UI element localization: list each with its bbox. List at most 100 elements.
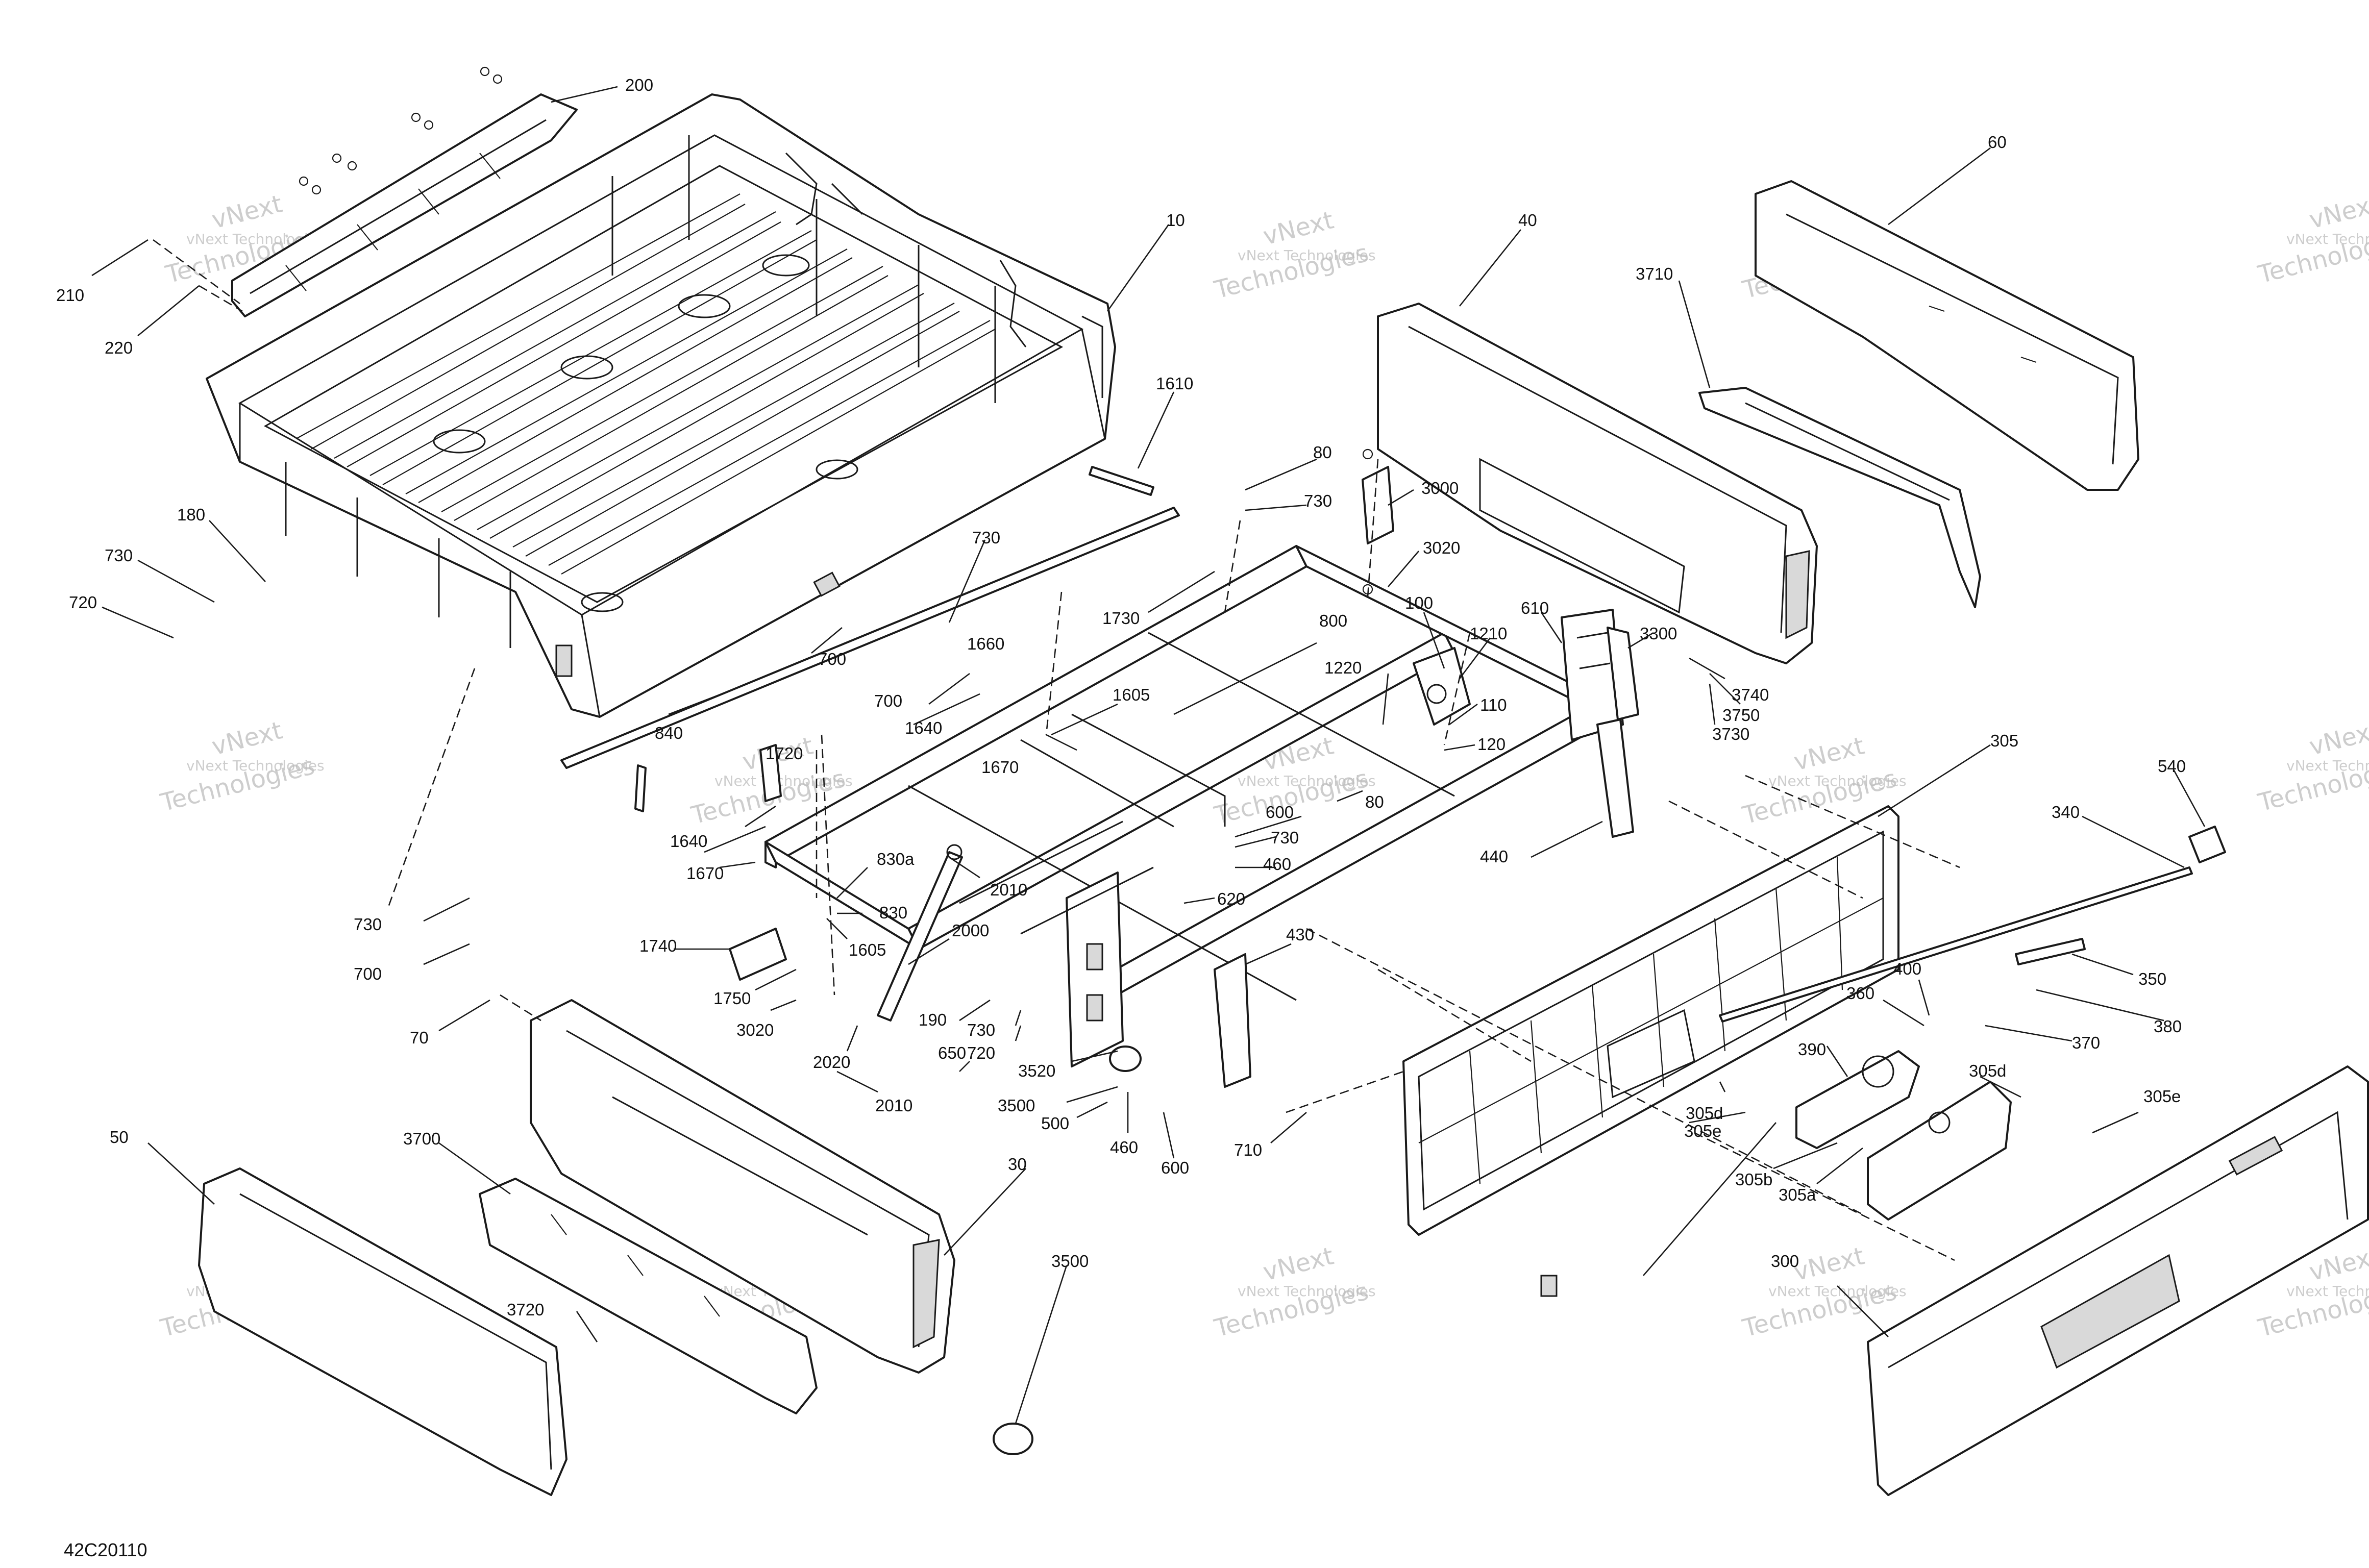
callout: 305 — [1990, 731, 2018, 750]
callout: 305b — [1735, 1170, 1772, 1189]
callout: 305e — [1684, 1122, 1721, 1140]
bracket-part-430 — [1214, 953, 1251, 1088]
svg-text:vNext Technologies: vNext Technologies — [714, 773, 853, 789]
callout: 80 — [1365, 792, 1384, 811]
callout: 2000 — [952, 921, 989, 940]
callout: 1660 — [967, 634, 1004, 653]
callout: 440 — [1480, 847, 1508, 866]
svg-text:vNext: vNext — [1260, 206, 1337, 251]
callout: 710 — [1234, 1140, 1262, 1159]
tailgate-outer-part-300 — [1867, 1065, 2369, 1496]
callout: 1670 — [686, 864, 724, 883]
svg-text:vNext Technologies: vNext Technologies — [2286, 231, 2369, 247]
svg-text:vNext Technologies: vNext Technologies — [2286, 1283, 2369, 1300]
callout: 730 — [967, 1021, 995, 1039]
callout: 700 — [874, 691, 902, 710]
callout: 1220 — [1324, 658, 1362, 677]
callout: 400 — [1893, 959, 1921, 978]
callout: 3000 — [1421, 479, 1459, 497]
callout: 1605 — [849, 940, 886, 959]
trim-strip-part-200 — [153, 66, 578, 317]
callout-labels: 200 210 220 10 1610 180 730 720 700 840 … — [56, 76, 2186, 1319]
trim-part-3710 — [1698, 387, 1981, 608]
svg-text:vNext: vNext — [2306, 189, 2369, 234]
callout: 2010 — [990, 880, 1027, 899]
pin-part-350 — [2015, 938, 2086, 965]
callout: 70 — [410, 1028, 429, 1047]
trim-part-3700 — [479, 1178, 818, 1414]
callout: 3020 — [1423, 538, 1460, 557]
callout: 720 — [69, 593, 97, 612]
callout: 3500 — [998, 1096, 1035, 1115]
callout: 2010 — [875, 1096, 912, 1115]
callout: 3700 — [403, 1129, 440, 1148]
callout: 830a — [877, 850, 915, 868]
bracket-part-3000 — [1362, 449, 1394, 595]
callout: 650 — [938, 1043, 966, 1062]
callout: 600 — [1161, 1158, 1189, 1177]
watermark-14: vNext Technologies vNext Technologies — [1739, 1241, 1906, 1343]
callout: 1610 — [1156, 374, 1193, 393]
side-panel-part-50 — [198, 1167, 567, 1496]
callout: 3500 — [1051, 1252, 1089, 1271]
callout: 3730 — [1712, 725, 1749, 743]
leader-lines — [91, 86, 2206, 1424]
callout: 100 — [1405, 593, 1433, 612]
svg-text:vNext: vNext — [1791, 1241, 1867, 1286]
watermark-10: vNext Technologies vNext Technologies — [2255, 716, 2369, 817]
svg-text:vNext Technologies: vNext Technologies — [1238, 247, 1376, 264]
callout: 700 — [818, 650, 846, 668]
cap-part-3500 — [993, 1046, 1142, 1455]
callout: 110 — [1480, 695, 1507, 714]
svg-text:vNext: vNext — [1260, 1241, 1337, 1286]
side-panel-part-60 — [1755, 180, 2139, 491]
latch-handle-part-305b — [1540, 1050, 1920, 1297]
callout: 200 — [625, 76, 653, 94]
callout: 305d — [1686, 1104, 1723, 1123]
callout: 730 — [1271, 828, 1299, 847]
callout: 80 — [1313, 443, 1332, 462]
callout: 190 — [919, 1010, 947, 1029]
gas-strut-part-2000 — [877, 844, 963, 1022]
callout: 620 — [1217, 889, 1245, 908]
callout: 430 — [1286, 925, 1314, 944]
bracket-part-610 — [1561, 609, 1634, 838]
callout: 840 — [655, 724, 683, 742]
callout: 40 — [1518, 211, 1537, 230]
callout: 3710 — [1636, 264, 1673, 283]
callout: 460 — [1110, 1138, 1138, 1157]
callout: 210 — [56, 286, 84, 305]
callout: 730 — [105, 546, 133, 565]
callout: 50 — [110, 1128, 129, 1147]
latch-part-540 — [2188, 826, 2226, 863]
callout: 120 — [1477, 735, 1506, 754]
svg-text:vNext Technologies: vNext Technologies — [1238, 1283, 1376, 1300]
svg-text:vNext: vNext — [2306, 716, 2369, 761]
callout: 1750 — [713, 989, 751, 1008]
watermark-6: vNext Technologies vNext Technologies — [157, 716, 324, 817]
watermark-3: vNext Technologies vNext Technologies — [1211, 206, 1375, 305]
callout: 3750 — [1722, 706, 1760, 725]
callout: 2020 — [813, 1053, 850, 1072]
hinge-part-1210 — [1413, 647, 1471, 726]
drawing-number: 42C20110 — [64, 1539, 147, 1560]
svg-text:vNext Technologies: vNext Technologies — [1768, 773, 1907, 789]
callout: 730 — [1304, 491, 1332, 510]
callout: 10 — [1166, 211, 1185, 230]
side-panel-part-40 — [1377, 303, 1818, 664]
bracket-part-1740 — [729, 928, 787, 981]
callout: 60 — [1988, 133, 2007, 152]
callout: 830 — [879, 903, 907, 922]
callout: 3520 — [1018, 1061, 1055, 1080]
callout: 730 — [354, 915, 382, 934]
callout: 370 — [2072, 1033, 2100, 1052]
callout: 1720 — [766, 744, 803, 763]
watermark-5: vNext Technologies vNext Technologies — [2255, 189, 2369, 289]
callout: 220 — [105, 338, 133, 357]
callout: 720 — [967, 1043, 995, 1062]
callout: 3300 — [1640, 624, 1677, 643]
callout: 3720 — [507, 1300, 544, 1319]
callout: 305d — [1969, 1061, 2006, 1080]
callout: 340 — [2052, 803, 2080, 822]
